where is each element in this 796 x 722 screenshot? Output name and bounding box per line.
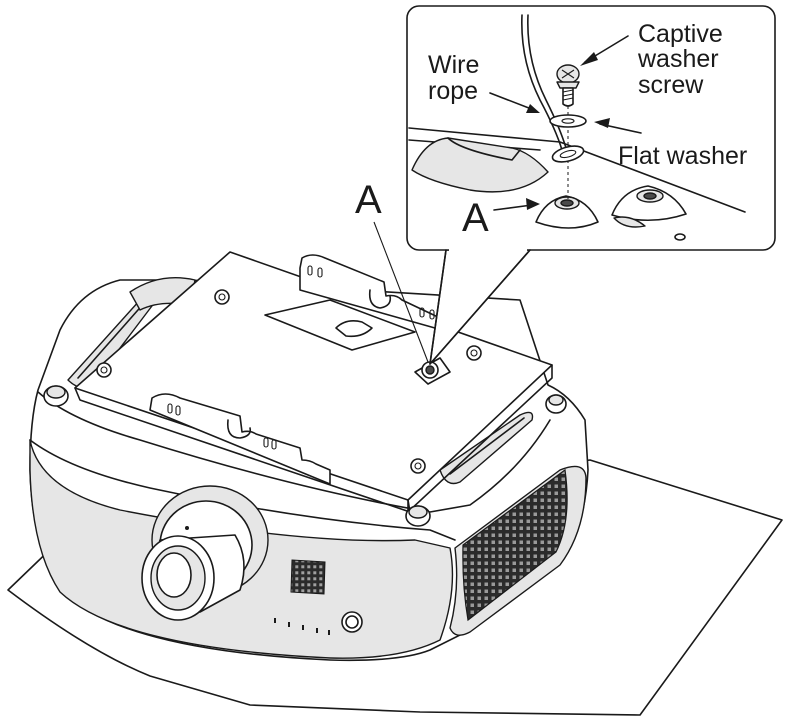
label-a-main: A (355, 178, 382, 222)
label-wire-rope-line1: Wire (428, 51, 479, 79)
label-a-detail: A (462, 196, 489, 240)
wire-rope (521, 14, 563, 151)
label-flat-washer: Flat washer (618, 142, 747, 170)
front-grille (290, 559, 326, 595)
label-captive-line3: screw (638, 71, 704, 99)
projector-feet (43, 385, 567, 527)
ceiling-bracket (74, 251, 553, 513)
washer-icon (549, 114, 587, 128)
leader-a-main (373, 221, 429, 363)
label-captive-line2: washer (637, 45, 719, 73)
screw-icon (556, 64, 580, 107)
detail-callout: Captive washer screw Wire rope Flat wash… (406, 5, 776, 365)
callout-arrows (489, 35, 642, 211)
label-wire-rope-line2: rope (428, 77, 478, 105)
label-captive-line1: Captive (638, 20, 723, 48)
